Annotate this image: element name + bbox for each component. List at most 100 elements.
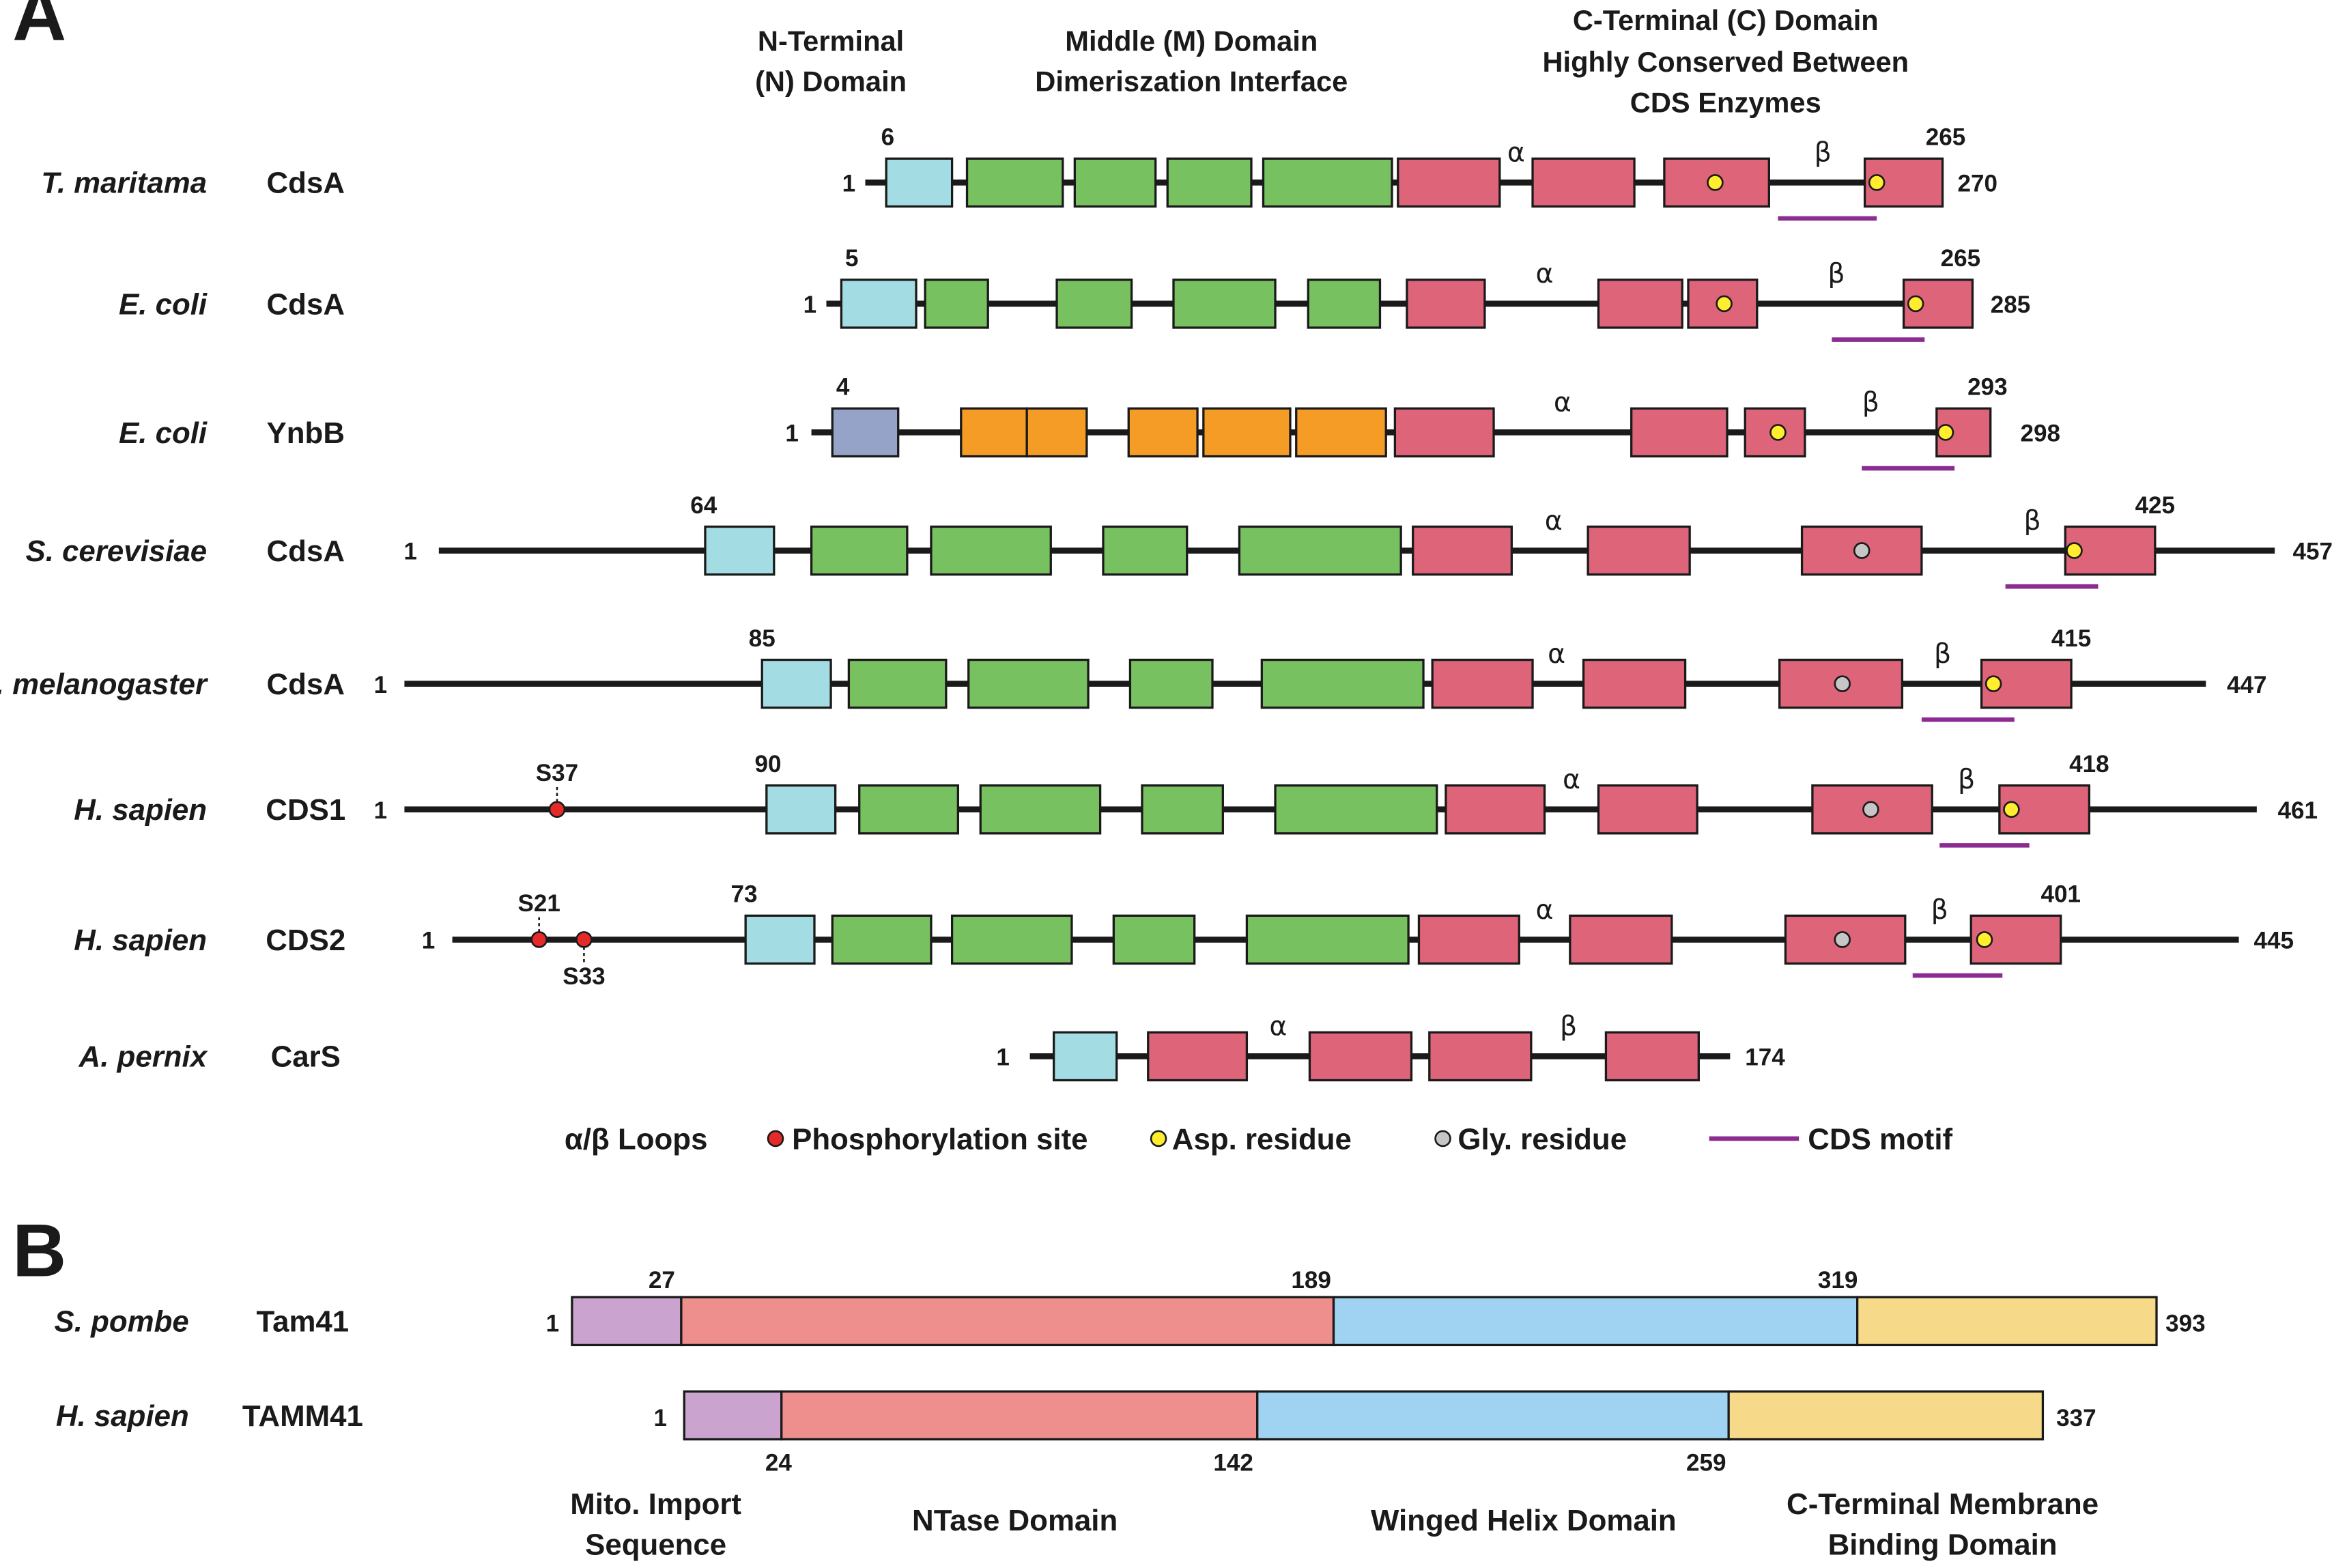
start-residue-number: 1 (803, 291, 817, 318)
start-residue-number: 1 (546, 1311, 560, 1337)
n-domain-header-line2: (N) Domain (755, 66, 907, 98)
species-label: H. sapien (56, 1399, 189, 1433)
m-domain-box (1112, 914, 1196, 965)
mito-label-line1: Mito. Import (570, 1487, 741, 1521)
m-domain-box (979, 784, 1102, 835)
m-domain-box (1073, 157, 1157, 208)
m-domain-box (1238, 525, 1402, 576)
m-domain-box (831, 914, 933, 965)
species-label: H. sapien (74, 924, 207, 957)
m-domain-box (1202, 407, 1292, 458)
alpha-loop-label: α (1554, 387, 1571, 418)
end-residue-number: 337 (2056, 1405, 2096, 1431)
boundary-number: 142 (1213, 1450, 1253, 1477)
c-domain-box (1582, 658, 1687, 709)
m-domain-box (965, 157, 1064, 208)
alpha-loop-label: α (1548, 638, 1565, 670)
c-domain-end-number: 418 (2069, 751, 2109, 778)
winged-helix-label: Winged Helix Domain (1371, 1504, 1677, 1537)
c-domain-header: C-Terminal (C) Domain Highly Conserved B… (1542, 4, 1909, 119)
alpha-loop-label: α (1269, 1011, 1287, 1042)
m-domain-box (1128, 658, 1214, 709)
asp-residue-marker (2066, 542, 2083, 559)
c-domain-header-line3: CDS Enzymes (1630, 86, 1821, 118)
gene-label: CdsA (267, 668, 345, 701)
m-domain-box (858, 784, 960, 835)
phos-site-marker (548, 801, 566, 818)
start-residue-number: 1 (785, 420, 799, 447)
species-label: S. pombe (55, 1305, 189, 1339)
end-residue-number: 393 (2165, 1311, 2205, 1337)
start-residue-number: 1 (422, 928, 436, 954)
asp-residue-marker (2003, 801, 2020, 818)
c-domain-box (1587, 525, 1691, 576)
c-domain-header-line1: C-Terminal (C) Domain (1573, 4, 1879, 36)
c-domain-box (1397, 157, 1501, 208)
beta-loop-label: β (1560, 1011, 1577, 1042)
m-domain-box (1127, 407, 1199, 458)
mito-import-segment (571, 1296, 683, 1347)
species-label: H. sapien (74, 793, 207, 827)
c-domain-box (1431, 658, 1534, 709)
n-domain-start-number: 4 (836, 374, 850, 401)
start-residue-number: 1 (653, 1405, 667, 1431)
c-domain-header-line2: Highly Conserved Between (1542, 46, 1909, 78)
cterm-label-line2: Binding Domain (1828, 1528, 2058, 1561)
c-domain-end-number: 415 (2051, 625, 2091, 652)
species-label: E. coli (119, 416, 208, 450)
c-domain-box (1308, 1031, 1413, 1082)
end-residue-number: 457 (2292, 539, 2332, 565)
c-domain-end-number: 425 (2135, 492, 2175, 519)
n-domain-box (1053, 1031, 1118, 1082)
ntase-label: NTase Domain (912, 1504, 1118, 1537)
boundary-number: 27 (649, 1267, 675, 1294)
beta-loop-label: β (1815, 137, 1832, 169)
species-label: E. coli (119, 287, 208, 321)
panel-a-label: A (12, 0, 66, 57)
n-domain-start-number: 5 (845, 245, 859, 272)
c-domain-box (1597, 279, 1683, 329)
n-domain-start-number: 85 (749, 625, 776, 652)
c-domain-box (1784, 914, 1907, 965)
m-domain-box (810, 525, 909, 576)
n-domain-header-line1: N-Terminal (758, 25, 904, 57)
c-domain-box (1531, 157, 1636, 208)
end-residue-number: 270 (1958, 171, 1997, 197)
phos-site-label: S33 (563, 963, 605, 990)
alpha-loop-label: α (1545, 505, 1563, 537)
asp-residue-marker (1769, 424, 1787, 441)
mito-import-segment (683, 1390, 783, 1441)
c-domain-box (1604, 1031, 1700, 1082)
m-domain-box (1295, 407, 1387, 458)
m-domain-box (930, 525, 1052, 576)
winged-helix-segment (1256, 1390, 1730, 1441)
alpha-loop-label: α (1536, 258, 1554, 289)
n-domain-box (704, 525, 776, 576)
m-domain-box (1166, 157, 1253, 208)
n-domain-start-number: 64 (690, 492, 717, 519)
ntase-segment (680, 1296, 1335, 1347)
legend-asp-marker (1150, 1130, 1167, 1148)
m-domain-box (1260, 658, 1425, 709)
beta-loop-label: β (2024, 505, 2041, 537)
alpha-loop-label: α (1507, 137, 1525, 169)
gene-label: CDS2 (266, 924, 345, 957)
c-domain-end-number: 293 (1967, 374, 2007, 401)
c-domain-end-number: 265 (1926, 124, 1965, 151)
end-residue-number: 447 (2227, 672, 2266, 698)
asp-residue-marker (1937, 424, 1954, 441)
phos-site-marker (575, 931, 593, 948)
species-label: A. pernix (79, 1040, 208, 1074)
legend-motif: CDS motif (1808, 1122, 1952, 1156)
species-label: T. maritama (41, 167, 207, 200)
n-domain-box (840, 279, 918, 329)
c-domain-box (1569, 914, 1673, 965)
start-residue-number: 1 (403, 539, 417, 565)
n-domain-box (744, 914, 816, 965)
